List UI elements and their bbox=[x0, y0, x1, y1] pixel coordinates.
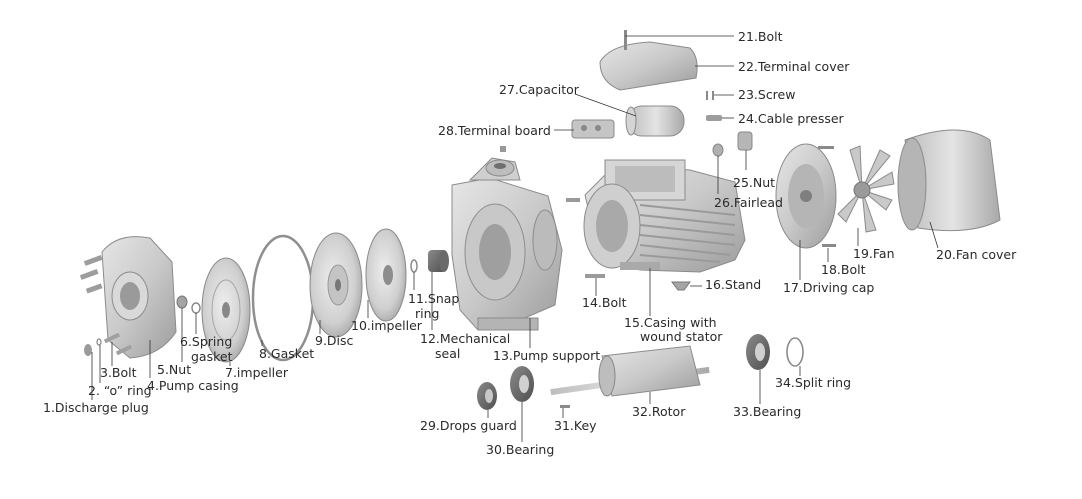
discharge-plug-part bbox=[84, 338, 102, 356]
nut-25-part bbox=[737, 131, 753, 151]
label-terminal-cover: 22.Terminal cover bbox=[738, 59, 850, 74]
bolt-14-part bbox=[566, 198, 605, 278]
label-drops-guard: 29.Drops guard bbox=[420, 418, 517, 433]
label-driving-cap: 17.Driving cap bbox=[783, 280, 875, 295]
label-o-ring: 2. “o” ring bbox=[88, 383, 152, 398]
bolt-18-part bbox=[818, 146, 836, 247]
label-spring-gasket-line1: 6.Spring bbox=[180, 334, 233, 349]
mechanical-seal-part bbox=[428, 250, 449, 272]
screw-23-part bbox=[706, 91, 714, 100]
stand-part bbox=[671, 281, 691, 291]
capacitor-part bbox=[625, 105, 685, 137]
label-nut-25: 25.Nut bbox=[733, 175, 776, 190]
label-casing-stator-line2: wound stator bbox=[640, 329, 723, 344]
leader-lines bbox=[91, 35, 939, 442]
label-rotor: 32.Rotor bbox=[632, 404, 686, 419]
cable-presser-part bbox=[706, 115, 722, 121]
nut-5-part bbox=[176, 295, 188, 309]
snap-ring-part bbox=[410, 259, 418, 273]
label-gasket-8: 8.Gasket bbox=[259, 346, 315, 361]
bearing-30-part bbox=[510, 366, 534, 402]
impeller-7-part bbox=[201, 257, 251, 363]
fan-part bbox=[837, 145, 895, 233]
label-bearing-33: 33.Bearing bbox=[733, 404, 802, 419]
label-casing-stator-line1: 15.Casing with bbox=[624, 315, 717, 330]
label-snap-ring-line2: ring bbox=[415, 306, 440, 321]
pump-support-part bbox=[451, 146, 563, 331]
label-screw: 23.Screw bbox=[738, 87, 796, 102]
label-fairlead: 26.Fairlead bbox=[714, 195, 783, 210]
label-bolt-21: 21.Bolt bbox=[738, 29, 783, 44]
drops-guard-part bbox=[477, 382, 497, 410]
label-pump-casing: 4.Pump casing bbox=[147, 378, 239, 393]
label-mechanical-seal-line2: seal bbox=[435, 346, 461, 361]
bearing-33-part bbox=[746, 334, 770, 370]
label-discharge-plug: 1.Discharge plug bbox=[43, 400, 149, 415]
label-snap-ring-line1: 11.Snap bbox=[408, 291, 460, 306]
label-bearing-30: 30.Bearing bbox=[486, 442, 555, 457]
label-split-ring: 34.Split ring bbox=[775, 375, 852, 390]
label-stand: 16.Stand bbox=[705, 277, 762, 292]
disc-9-part bbox=[309, 232, 363, 338]
label-cable-presser: 24.Cable presser bbox=[738, 111, 844, 126]
label-bolt-3: 3.Bolt bbox=[100, 365, 137, 380]
label-spring-gasket-line2: gasket bbox=[191, 349, 233, 364]
label-fan-cover: 20.Fan cover bbox=[936, 247, 1017, 262]
label-key: 31.Key bbox=[554, 418, 597, 433]
label-terminal-board: 28.Terminal board bbox=[438, 123, 551, 138]
impeller-10-part bbox=[365, 228, 407, 322]
rotor-part bbox=[550, 345, 710, 397]
label-mechanical-seal-line1: 12.Mechanical bbox=[420, 331, 511, 346]
label-capacitor: 27.Capacitor bbox=[499, 82, 579, 97]
label-bolt-14: 14.Bolt bbox=[582, 295, 627, 310]
split-ring-part bbox=[786, 337, 804, 367]
fan-cover-part bbox=[897, 129, 1001, 232]
motor-casing-part bbox=[583, 159, 746, 273]
bolt-21-part bbox=[624, 30, 627, 50]
driving-cap-part bbox=[775, 143, 837, 249]
terminal-board-part bbox=[571, 119, 615, 139]
label-disc-9: 9.Disc bbox=[315, 333, 354, 348]
spring-gasket-part bbox=[191, 302, 201, 314]
label-nut-5: 5.Nut bbox=[157, 362, 192, 377]
fairlead-part bbox=[712, 143, 724, 157]
key-part bbox=[560, 405, 570, 408]
label-fan: 19.Fan bbox=[853, 246, 895, 261]
terminal-cover-part bbox=[599, 41, 698, 91]
label-impeller-10: 10.impeller bbox=[351, 318, 422, 333]
label-bolt-18: 18.Bolt bbox=[821, 262, 866, 277]
label-pump-support: 13.Pump support bbox=[493, 348, 601, 363]
bolt-3-part bbox=[103, 332, 133, 356]
label-impeller-7: 7.impeller bbox=[225, 365, 288, 380]
pump-casing-part bbox=[79, 236, 177, 359]
